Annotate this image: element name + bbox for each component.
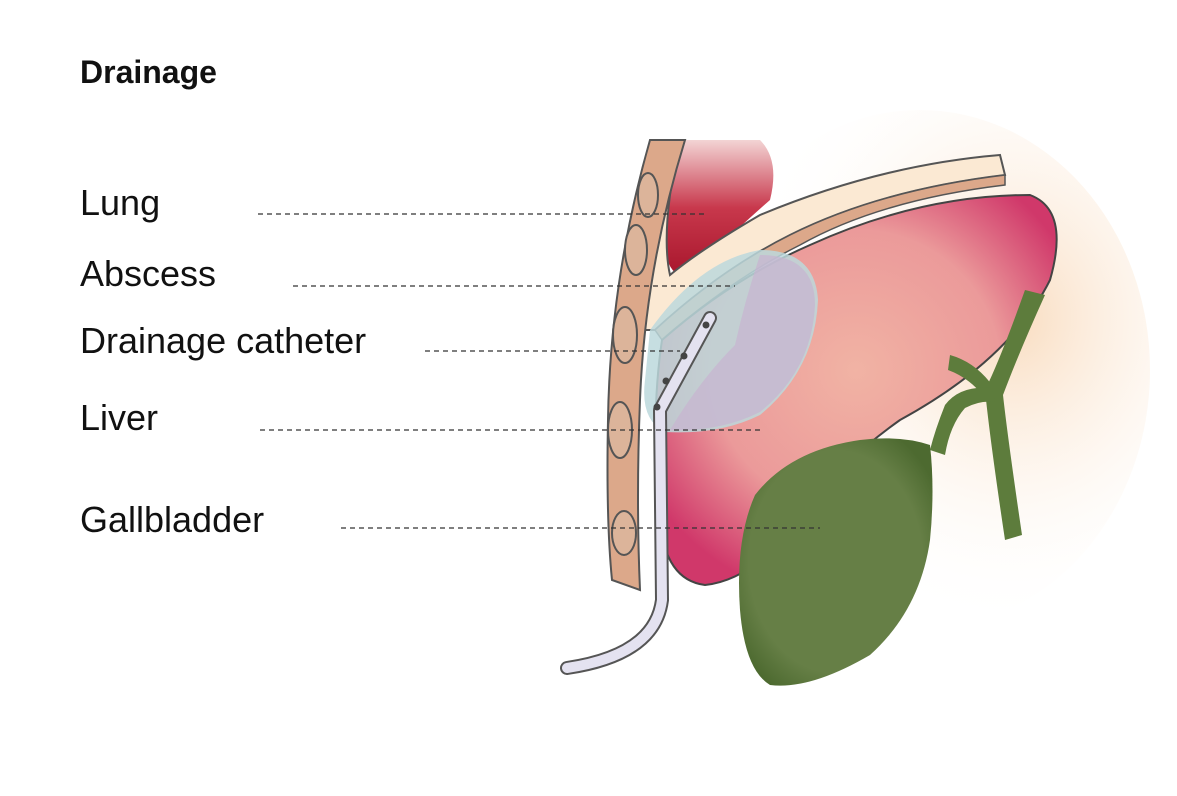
- rib: [611, 510, 637, 556]
- gallbladder: [739, 438, 933, 686]
- diagram-title: Drainage: [80, 54, 217, 90]
- drainage-catheter: [562, 313, 715, 673]
- catheter-holes: [653, 321, 710, 411]
- hepatic-duct: [948, 355, 992, 398]
- rib: [624, 224, 648, 276]
- label-drainage-catheter: Drainage catheter: [80, 320, 367, 361]
- label-lung: Lung: [80, 182, 161, 223]
- label-gallbladder: Gallbladder: [80, 499, 265, 540]
- label-liver: Liver: [80, 397, 159, 438]
- rib: [637, 172, 659, 218]
- rib: [612, 306, 638, 364]
- label-abscess: Abscess: [80, 253, 217, 294]
- abscess-core: [670, 255, 815, 431]
- lung: [665, 140, 774, 276]
- leader-lines: [258, 213, 820, 529]
- common-bile-duct: [985, 290, 1045, 540]
- cystic-duct: [930, 387, 995, 455]
